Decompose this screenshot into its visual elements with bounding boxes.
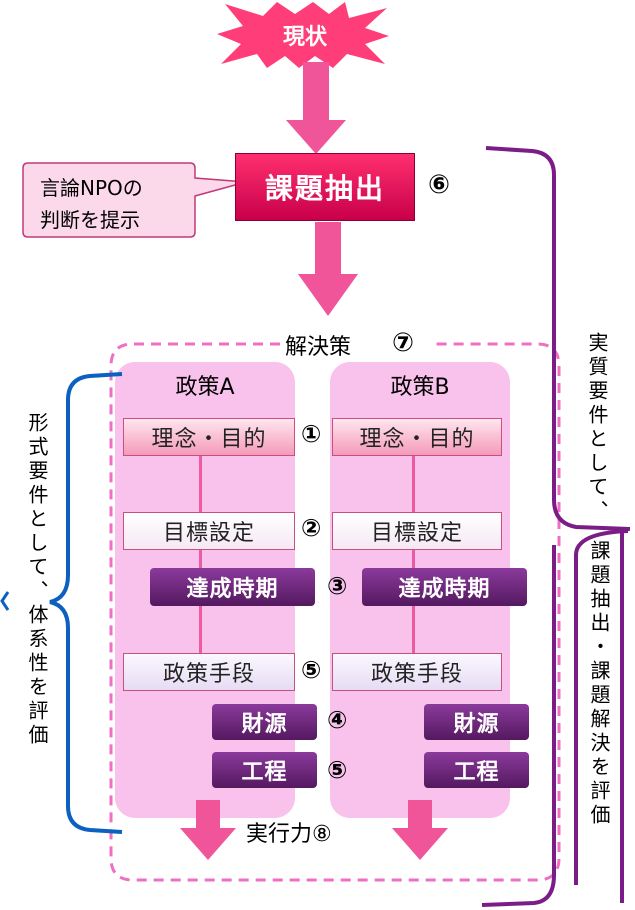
callout-line-2: 判断を提示 (40, 208, 140, 232)
policy-a-title: 政策A (175, 375, 235, 400)
policy-b-title: 政策B (390, 375, 450, 400)
right-note-issue-evaluation: 課題抽出・課題解決を評価 (587, 540, 611, 828)
policy-a-period: 達成時期 (150, 568, 315, 606)
policy-a-connector-1 (199, 454, 202, 512)
number-5-means: ⑤ (301, 656, 322, 684)
issue-extraction-box: 課題抽出 (235, 153, 415, 221)
policy-b-target: 目標設定 (332, 512, 502, 550)
policy-a-target: 目標設定 (123, 512, 295, 550)
policy-a-philosophy: 理念・目的 (123, 418, 295, 456)
right-purple-braces (481, 146, 631, 907)
solution-label: 解決策 (285, 335, 352, 360)
policy-b-means: 政策手段 (332, 653, 502, 691)
policy-a-means: 政策手段 (123, 653, 295, 691)
number-7: ⑦ (392, 328, 415, 358)
policy-b-period: 達成時期 (362, 568, 527, 606)
policy-b-down-arrow (392, 800, 448, 860)
number-2: ② (301, 514, 322, 542)
policy-b-funds: 財源 (424, 704, 529, 740)
callout-line-1: 言論NPOの (40, 176, 143, 200)
policy-a-process: 工程 (212, 752, 317, 788)
number-5-process: ⑤ (327, 756, 348, 784)
policy-a-funds: 財源 (212, 704, 317, 740)
down-arrow-2 (298, 222, 358, 316)
execution-label: 実行力⑧ (246, 822, 332, 847)
right-note-substantive-requirements: 実質要件として、 (585, 332, 609, 524)
current-state-label: 現状 (282, 25, 327, 50)
number-1: ① (301, 420, 322, 448)
left-note-formal-requirements: 形式要件として、体系性を評価 (25, 412, 49, 748)
down-arrow-1 (286, 62, 346, 154)
current-state-star-shape (217, 2, 389, 68)
number-6: ⑥ (428, 170, 451, 200)
number-4: ④ (327, 706, 348, 734)
policy-a-down-arrow (180, 800, 236, 860)
policy-b-process: 工程 (424, 752, 529, 788)
left-blue-brace (0, 372, 123, 834)
number-3: ③ (327, 572, 348, 600)
callout-box (22, 162, 247, 238)
policy-b-connector-1 (412, 454, 415, 512)
policy-b-philosophy: 理念・目的 (332, 418, 502, 456)
solution-frame (109, 342, 561, 882)
